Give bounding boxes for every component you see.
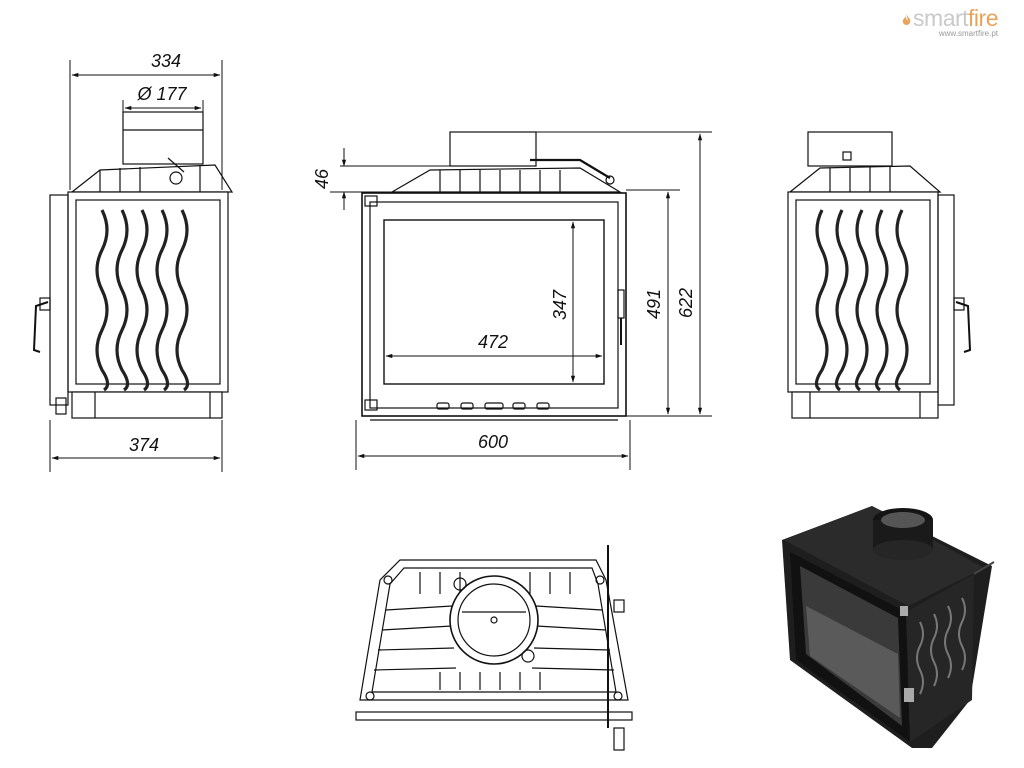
dim-flue-diameter: Ø 177 [136, 84, 187, 104]
brand-name-prefix: smart [913, 5, 969, 31]
side-view-right [787, 131, 972, 419]
flame-icon [902, 14, 911, 25]
side-fins-left [95, 209, 190, 392]
dim-front-top-offset: 46 [312, 168, 332, 189]
side-dims-left [49, 60, 223, 472]
front-dims [330, 131, 712, 470]
brand-url: www.smartfire.pt [938, 29, 998, 38]
dim-side-bottom-depth: 374 [129, 435, 159, 455]
top-view [355, 545, 633, 751]
render-3d [782, 506, 995, 748]
front-view [361, 131, 627, 421]
brand-wordmark: smartfire [902, 6, 998, 30]
brand-name-accent: fire [968, 5, 998, 31]
brand-logo: smartfire www.smartfire.pt [902, 6, 998, 38]
dim-side-top-width: 334 [151, 51, 181, 71]
side-view-left [32, 111, 234, 419]
dim-door-height: 491 [644, 289, 664, 319]
dim-total-height: 622 [676, 288, 696, 318]
dim-front-width: 600 [478, 432, 508, 452]
side-fins-right [814, 209, 909, 392]
dim-glass-height: 347 [550, 289, 570, 320]
dim-glass-width: 472 [478, 332, 508, 352]
